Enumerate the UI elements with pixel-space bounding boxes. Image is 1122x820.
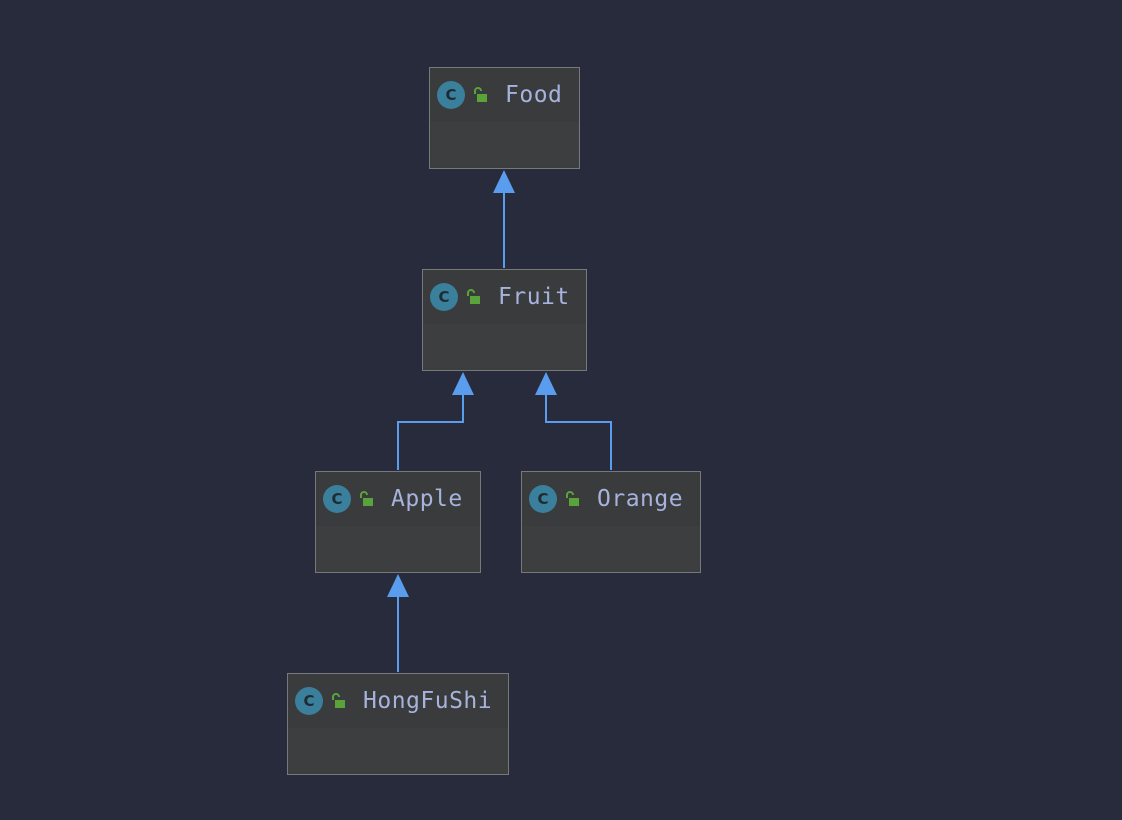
public-lock-icon <box>360 491 373 506</box>
edge-hongfushi-to-apple <box>387 574 409 672</box>
class-members <box>316 526 480 570</box>
class-node-apple[interactable]: C Apple <box>315 471 481 573</box>
class-members <box>288 728 508 772</box>
class-members <box>430 122 579 166</box>
class-node-header: C Apple <box>316 472 480 526</box>
class-name: Apple <box>391 486 463 512</box>
edge-fruit-to-food <box>493 170 515 268</box>
class-icon: C <box>430 283 458 311</box>
arrowhead-icon <box>387 574 409 597</box>
public-lock-icon <box>332 693 345 708</box>
class-icon: C <box>323 485 351 513</box>
class-node-fruit[interactable]: C Fruit <box>422 269 587 371</box>
class-node-header: C HongFuShi <box>288 674 508 728</box>
arrowhead-icon <box>452 372 474 395</box>
class-name: Fruit <box>498 284 570 310</box>
edge-apple-to-fruit <box>397 372 474 470</box>
arrowhead-icon <box>493 170 515 193</box>
arrowhead-icon <box>535 372 557 395</box>
class-node-hongfushi[interactable]: C HongFuShi <box>287 673 509 775</box>
class-icon: C <box>295 687 323 715</box>
class-members <box>423 324 586 368</box>
class-node-orange[interactable]: C Orange <box>521 471 701 573</box>
class-node-food[interactable]: C Food <box>429 67 580 169</box>
class-name: HongFuShi <box>363 688 493 714</box>
public-lock-icon <box>566 491 579 506</box>
class-node-header: C Fruit <box>423 270 586 324</box>
class-name: Orange <box>597 486 684 512</box>
class-members <box>522 526 700 570</box>
class-node-header: C Orange <box>522 472 700 526</box>
class-name: Food <box>505 82 563 108</box>
edge-orange-to-fruit <box>535 372 612 470</box>
class-icon: C <box>529 485 557 513</box>
class-icon: C <box>437 81 465 109</box>
public-lock-icon <box>474 87 487 102</box>
class-node-header: C Food <box>430 68 579 122</box>
public-lock-icon <box>467 289 480 304</box>
